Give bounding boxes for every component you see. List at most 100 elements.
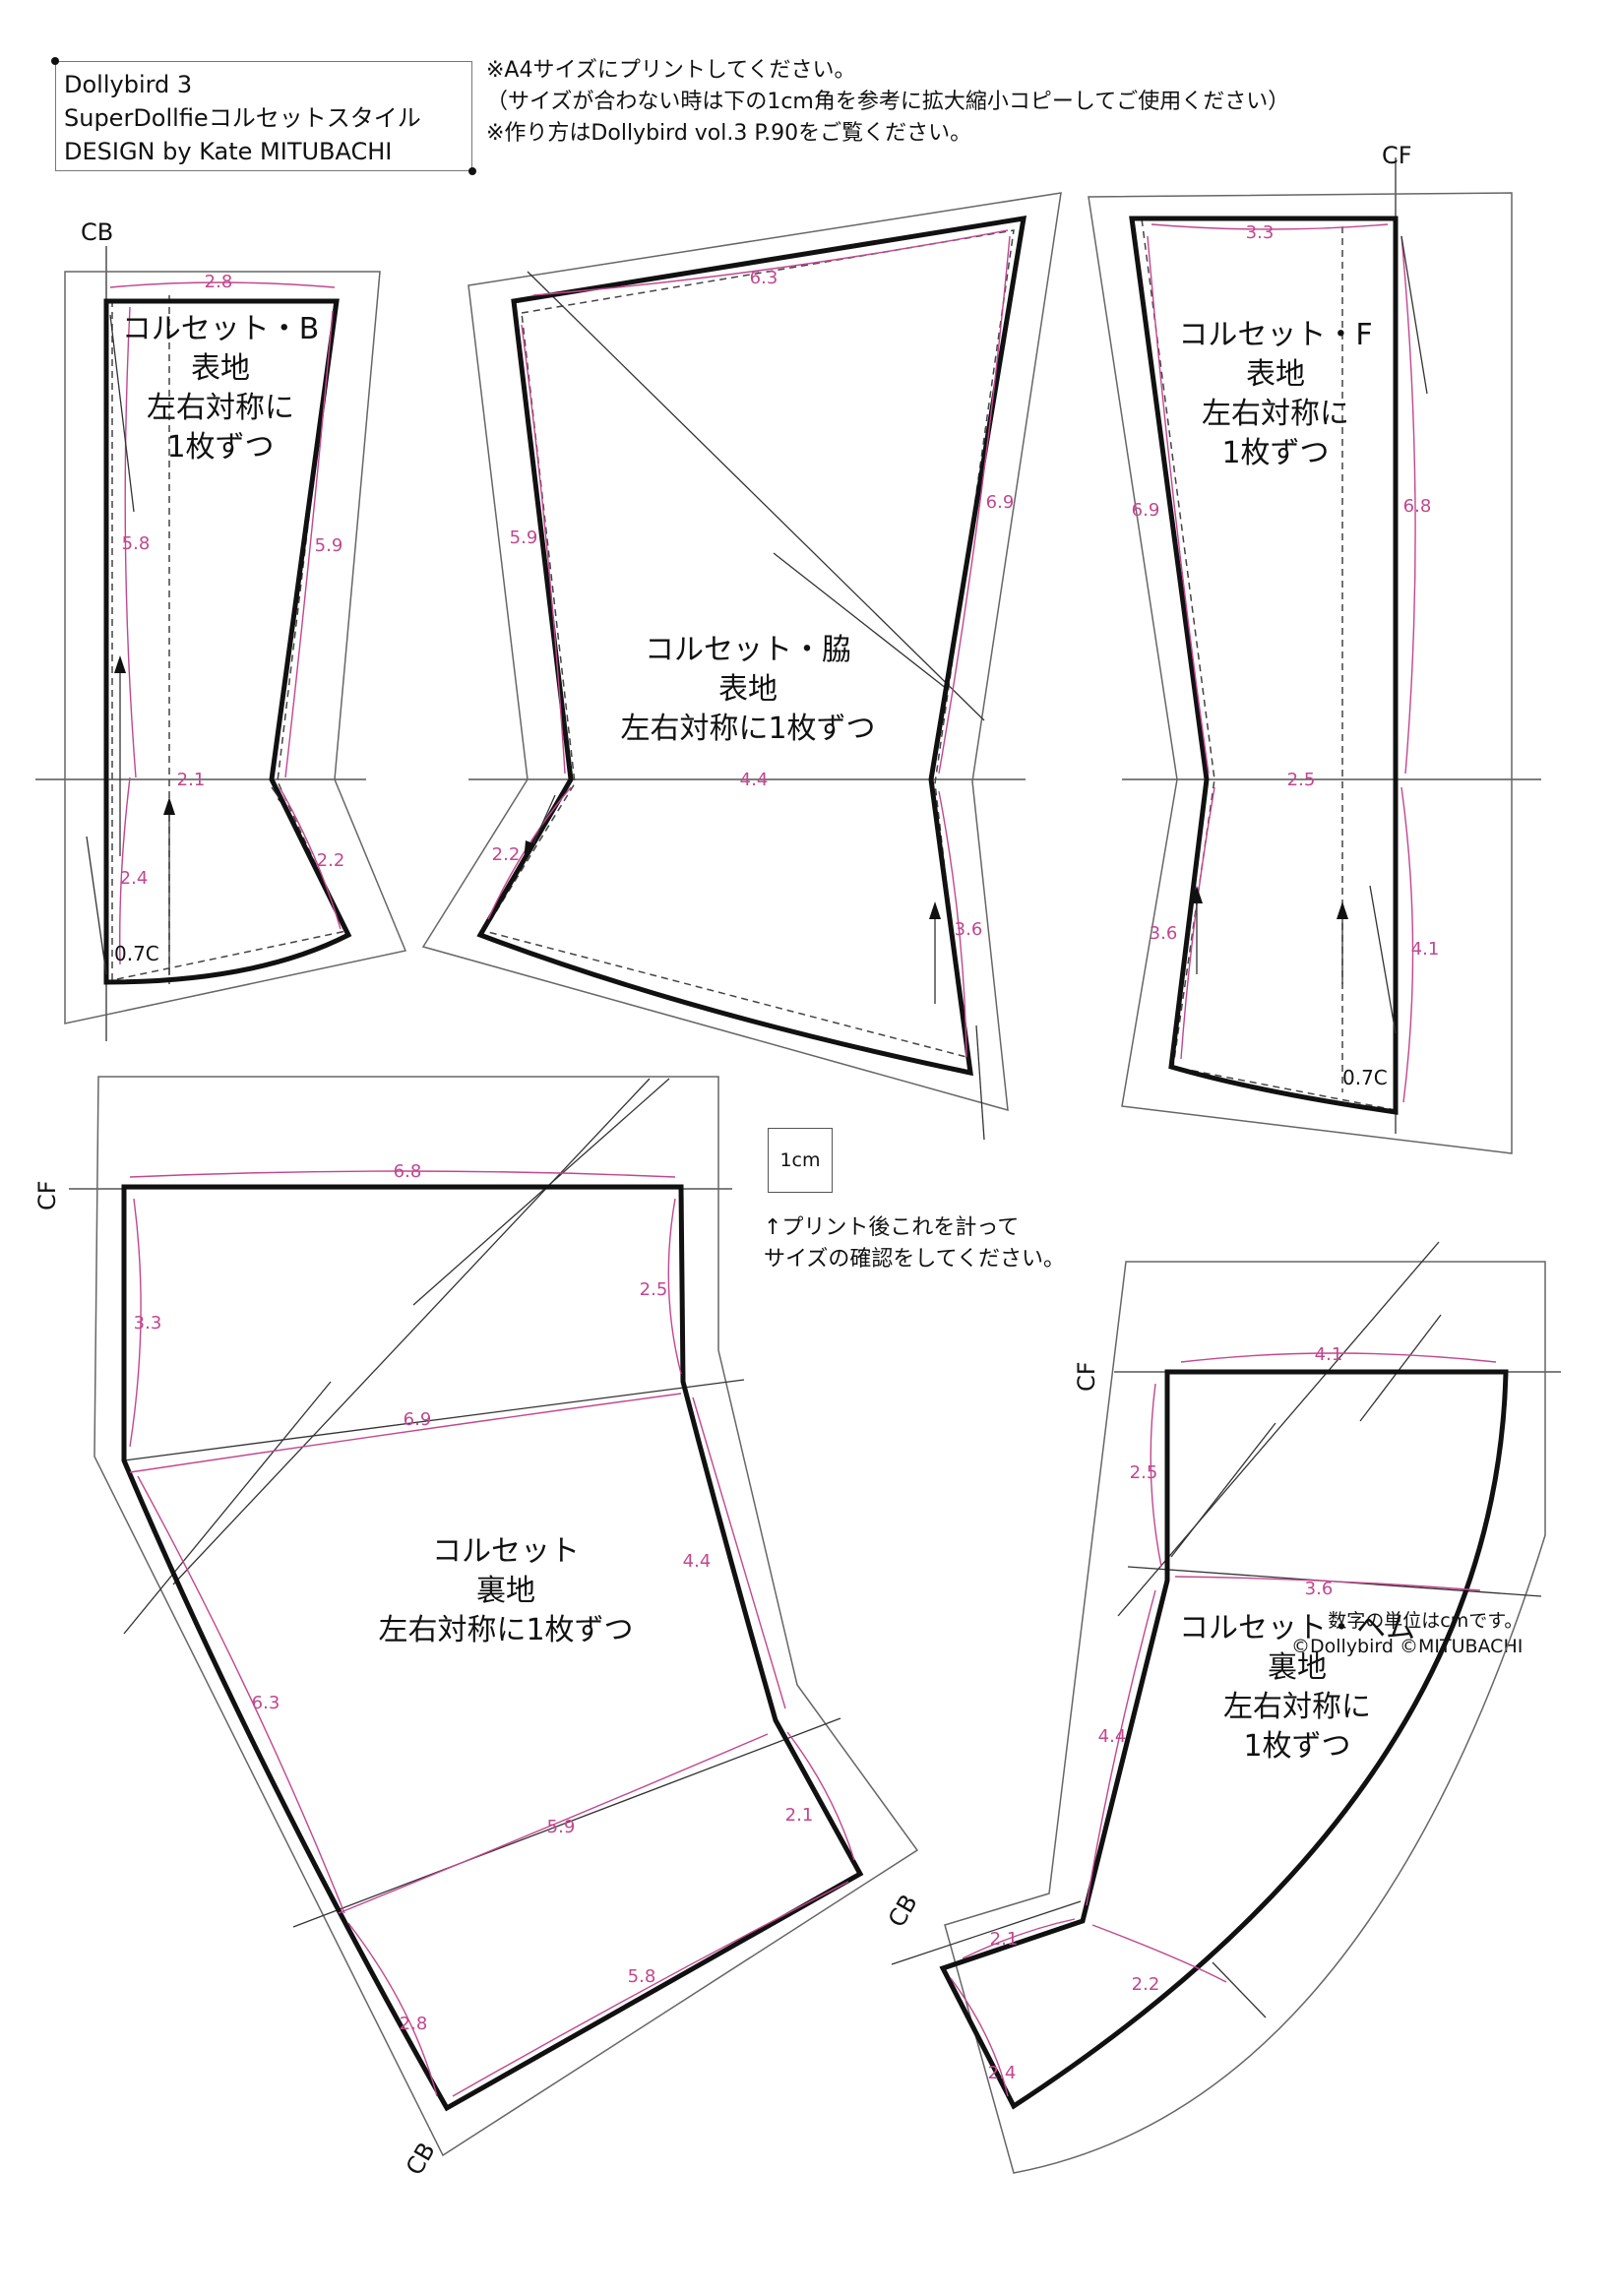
guide-line <box>109 314 135 513</box>
guide-line <box>1117 1241 1440 1617</box>
piece-corset-hem: 4.1 2.5 3.6 4.4 2.1 2.2 2.4 CF CB コルセット・… <box>883 1241 1561 2174</box>
measure-label: 6.3 <box>750 268 778 288</box>
piece-count: 1枚ずつ <box>1243 1729 1350 1764</box>
piece-name: コルセット・ヘム <box>1179 1611 1415 1645</box>
piece-count: 左右対称に <box>1202 397 1349 431</box>
measure-line <box>279 786 342 930</box>
piece-count: 左右対称に <box>147 391 294 425</box>
piece-count: 左右対称に <box>1223 1690 1371 1724</box>
title-line-designer: DESIGN by Kate MITUBACHI <box>64 138 393 165</box>
scale-check-label: 1cm <box>779 1149 821 1171</box>
measure-label: 5.9 <box>547 1817 576 1837</box>
measure-line <box>1400 786 1414 1103</box>
scale-note-line-2: サイズの確認をしてください。 <box>764 1247 1066 1272</box>
measure-line <box>119 776 131 965</box>
measure-label: 2.8 <box>205 272 233 292</box>
measure-line <box>347 1922 438 2097</box>
guide-line <box>1212 1961 1267 2018</box>
grainline-arrow-icon <box>1191 886 1203 974</box>
scale-check-note: ↑プリント後これを計って サイズの確認をしてください。 <box>764 1212 1065 1275</box>
guide-line <box>1170 1422 1276 1558</box>
unit-note: 数字の単位はcmです。 <box>1328 1610 1524 1632</box>
measure-label: 6.9 <box>404 1409 432 1430</box>
measure-line <box>137 1475 345 1914</box>
cutting-line <box>93 1076 919 2157</box>
measure-label: 6.9 <box>986 492 1015 513</box>
piece-count: 1枚ずつ <box>166 430 274 465</box>
measure-line <box>452 1881 849 2097</box>
measure-label: 2.2 <box>492 844 521 865</box>
measure-line <box>532 229 1009 296</box>
grainline-arrow-icon <box>929 901 941 1004</box>
center-front-label: CF <box>1382 142 1412 169</box>
print-instructions: ※A4サイズにプリントしてください。 （サイズが合わない時は下の1cm角を参考に… <box>486 55 1289 150</box>
seam-guide-line <box>123 1379 745 1461</box>
measure-label: 2.5 <box>640 1279 668 1300</box>
cutting-line <box>421 192 1062 1112</box>
cutting-line <box>64 271 407 1024</box>
seam-arrow-icon <box>524 794 556 862</box>
measure-label: 2.2 <box>1132 1974 1160 1995</box>
print-note-resize: （サイズが合わない時は下の1cm角を参考に拡大縮小コピーしてご使用ください） <box>486 90 1290 114</box>
measure-label: 4.1 <box>1411 939 1440 960</box>
title-line-doll: SuperDollfieコルセットスタイル <box>64 104 421 132</box>
measure-line <box>1150 1383 1162 1568</box>
guide-line <box>527 271 985 721</box>
measure-label: 6.9 <box>1132 500 1160 521</box>
measure-label: 2.5 <box>1287 770 1316 790</box>
piece-fabric: 裏地 <box>1268 1650 1327 1685</box>
title-box-corner-dot <box>51 57 59 65</box>
measure-label: 4.4 <box>683 1551 712 1572</box>
guide-line <box>172 1078 651 1585</box>
print-note-a4: ※A4サイズにプリントしてください。 <box>486 58 856 83</box>
piece-name: コルセット・脇 <box>645 633 851 667</box>
corner-marker-label: 0.7C <box>114 942 159 965</box>
measure-line <box>938 235 1011 775</box>
piece-count: 1枚ずつ <box>1221 436 1329 470</box>
stitching-line <box>476 215 1027 1077</box>
guide-line <box>123 1381 332 1635</box>
measure-line <box>1400 235 1416 775</box>
guide-line <box>891 1900 1082 1965</box>
piece-name: コルセット・F <box>1178 318 1372 352</box>
footer: 数字の単位はcmです。 ©Dollybird ©MITUBACHI <box>1291 1608 1523 1659</box>
measure-line <box>1174 1576 1481 1591</box>
measure-label: 2.5 <box>1130 1462 1158 1483</box>
guide-line <box>1369 885 1397 1034</box>
measure-line <box>129 1393 682 1473</box>
title-box-corner-dot <box>468 167 476 175</box>
measure-label: 2.1 <box>177 770 206 790</box>
measure-line <box>1086 1589 1156 1906</box>
guide-line <box>1400 235 1428 395</box>
piece-corset-b: 2.8 5.8 5.9 2.1 2.4 2.2 CB 0.7C コルセット・B … <box>35 218 407 1041</box>
scale-check-square: 1cm <box>768 1128 833 1193</box>
cutting-line <box>944 1261 1546 2174</box>
measure-label: 3.6 <box>955 919 983 940</box>
measure-label: 4.4 <box>1098 1726 1127 1747</box>
pattern-title-box: Dollybird 3 SuperDollfieコルセットスタイル DESIGN… <box>55 61 472 171</box>
grainline-arrow-icon <box>163 797 175 974</box>
measure-label: 6.3 <box>252 1693 280 1713</box>
piece-count: 左右対称に1枚ずつ <box>378 1613 633 1647</box>
measure-label: 3.3 <box>1246 222 1275 243</box>
measure-line <box>338 1733 769 1914</box>
piece-corset-lining: 6.8 3.3 2.5 6.9 4.4 6.3 5.9 2.1 5.8 2.8 … <box>33 1076 919 2180</box>
measure-line <box>1091 1924 1227 1983</box>
measure-label: 3.6 <box>1150 923 1178 944</box>
measure-line <box>786 1731 855 1861</box>
measure-label: 5.8 <box>628 1966 656 1987</box>
stitching-line <box>121 1184 864 2112</box>
measure-label: 2.4 <box>988 2063 1017 2083</box>
measure-line <box>1180 1352 1497 1363</box>
measure-label: 4.4 <box>740 770 769 790</box>
piece-fabric: 表地 <box>1246 357 1305 392</box>
piece-name: コルセット <box>432 1534 580 1569</box>
piece-fabric: 表地 <box>191 351 250 386</box>
measure-line <box>692 1396 786 1709</box>
measure-line <box>129 1198 142 1448</box>
corner-marker-label: 0.7C <box>1342 1066 1388 1089</box>
cutting-line <box>1088 192 1513 1154</box>
title-line-magazine: Dollybird 3 <box>64 71 193 98</box>
guide-line <box>412 1078 670 1306</box>
scale-note-line-1: ↑プリント後これを計って <box>764 1215 1020 1240</box>
